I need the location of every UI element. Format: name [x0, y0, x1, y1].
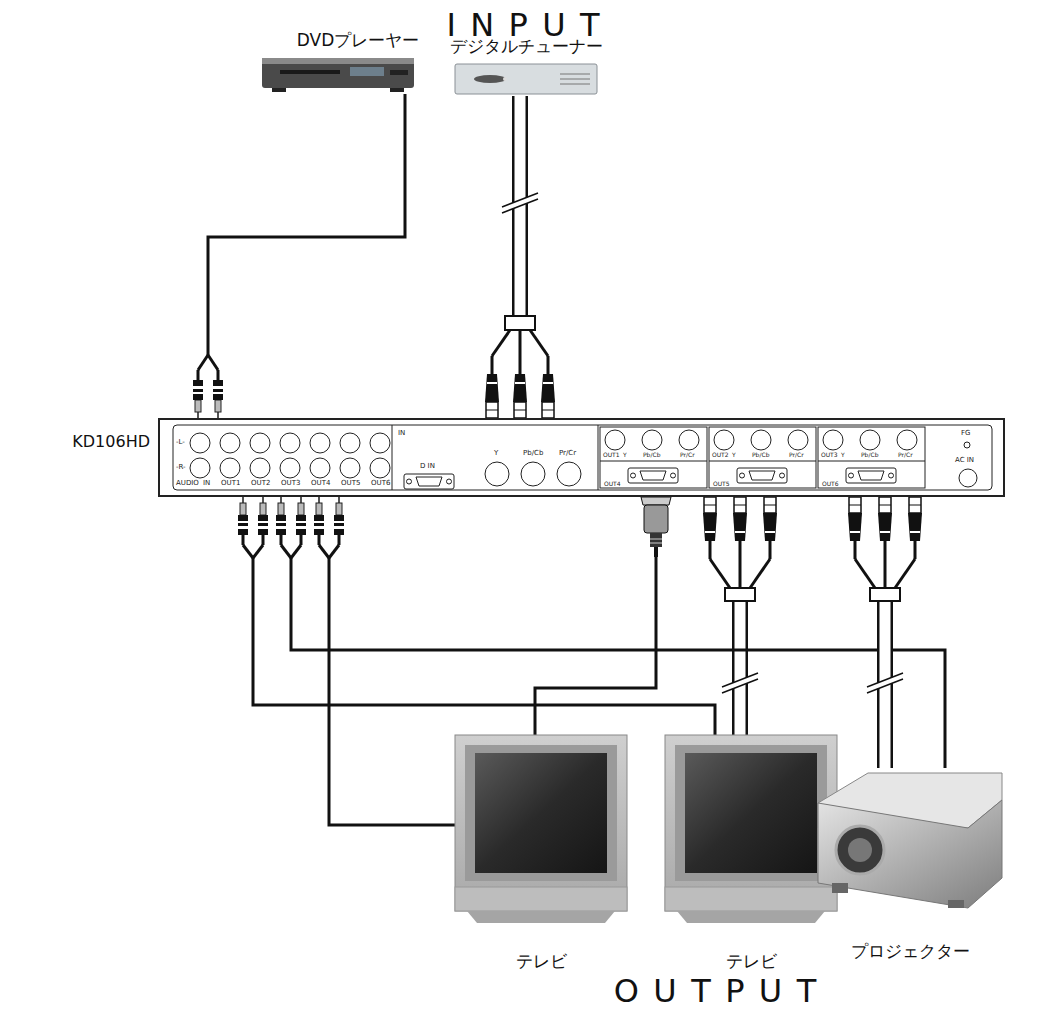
panel-label: OUT4: [604, 481, 621, 487]
panel-label: Y: [494, 450, 498, 457]
device-label: KD106HD: [72, 432, 150, 451]
panel-label: Y: [841, 452, 845, 458]
television: テレビ: [665, 735, 837, 923]
device-label: DVDプレーヤー: [297, 30, 420, 50]
panel-label: AC IN: [955, 457, 974, 464]
television: テレビ: [455, 735, 627, 923]
panel-label: Pr/Cr: [789, 452, 804, 458]
panel-label: OUT4: [311, 480, 330, 487]
panel-label: OUT2: [251, 480, 270, 487]
panel-label: FG: [961, 430, 970, 437]
audio-video-cable: [535, 497, 656, 735]
panel-label: IN: [203, 480, 210, 487]
dvd-player: DVDプレーヤー: [262, 56, 414, 94]
device-label: デジタルチューナー: [450, 36, 603, 56]
panel-label: OUT6: [822, 481, 839, 487]
panel-label: Pr/Cr: [898, 452, 913, 458]
panel-label: -L-: [176, 439, 185, 446]
device-label: テレビ: [516, 951, 567, 971]
panel-label: OUT1: [221, 480, 240, 487]
panel-label: OUT5: [713, 481, 730, 487]
panel-label: AUDIO: [176, 480, 199, 487]
panel-label: OUT6: [371, 480, 390, 487]
panel-label: Pb/Cb: [523, 450, 543, 457]
digital-tuner: デジタルチューナー: [455, 62, 597, 96]
panel-label: Pr/Cr: [559, 450, 576, 457]
caption-output: OUTPUT: [585, 974, 845, 1009]
panel-label: OUT5: [341, 480, 360, 487]
audio-video-cable: [253, 497, 715, 735]
panel-label: Pb/Cb: [752, 452, 769, 458]
device-label: テレビ: [726, 951, 777, 971]
panel-label: Pr/Cr: [680, 452, 695, 458]
device-label: プロジェクター: [851, 941, 970, 961]
audio-video-cable: [329, 497, 455, 825]
panel-label: Pb/Cb: [643, 452, 660, 458]
panel-label: D IN: [420, 463, 435, 470]
panel-label: Y: [732, 452, 736, 458]
audio-video-cable: [291, 497, 945, 768]
panel-label: Pb/Cb: [861, 452, 878, 458]
panel-label: OUT2: [712, 452, 729, 458]
panel-label: Y: [623, 452, 627, 458]
panel-label: -R-: [176, 464, 186, 471]
panel-label: OUT3: [281, 480, 300, 487]
audio-video-cable: [208, 94, 405, 418]
panel-label: OUT1: [603, 452, 620, 458]
panel-label: OUT3: [821, 452, 838, 458]
projector: プロジェクター: [818, 768, 1002, 913]
panel-label: IN: [398, 430, 405, 437]
